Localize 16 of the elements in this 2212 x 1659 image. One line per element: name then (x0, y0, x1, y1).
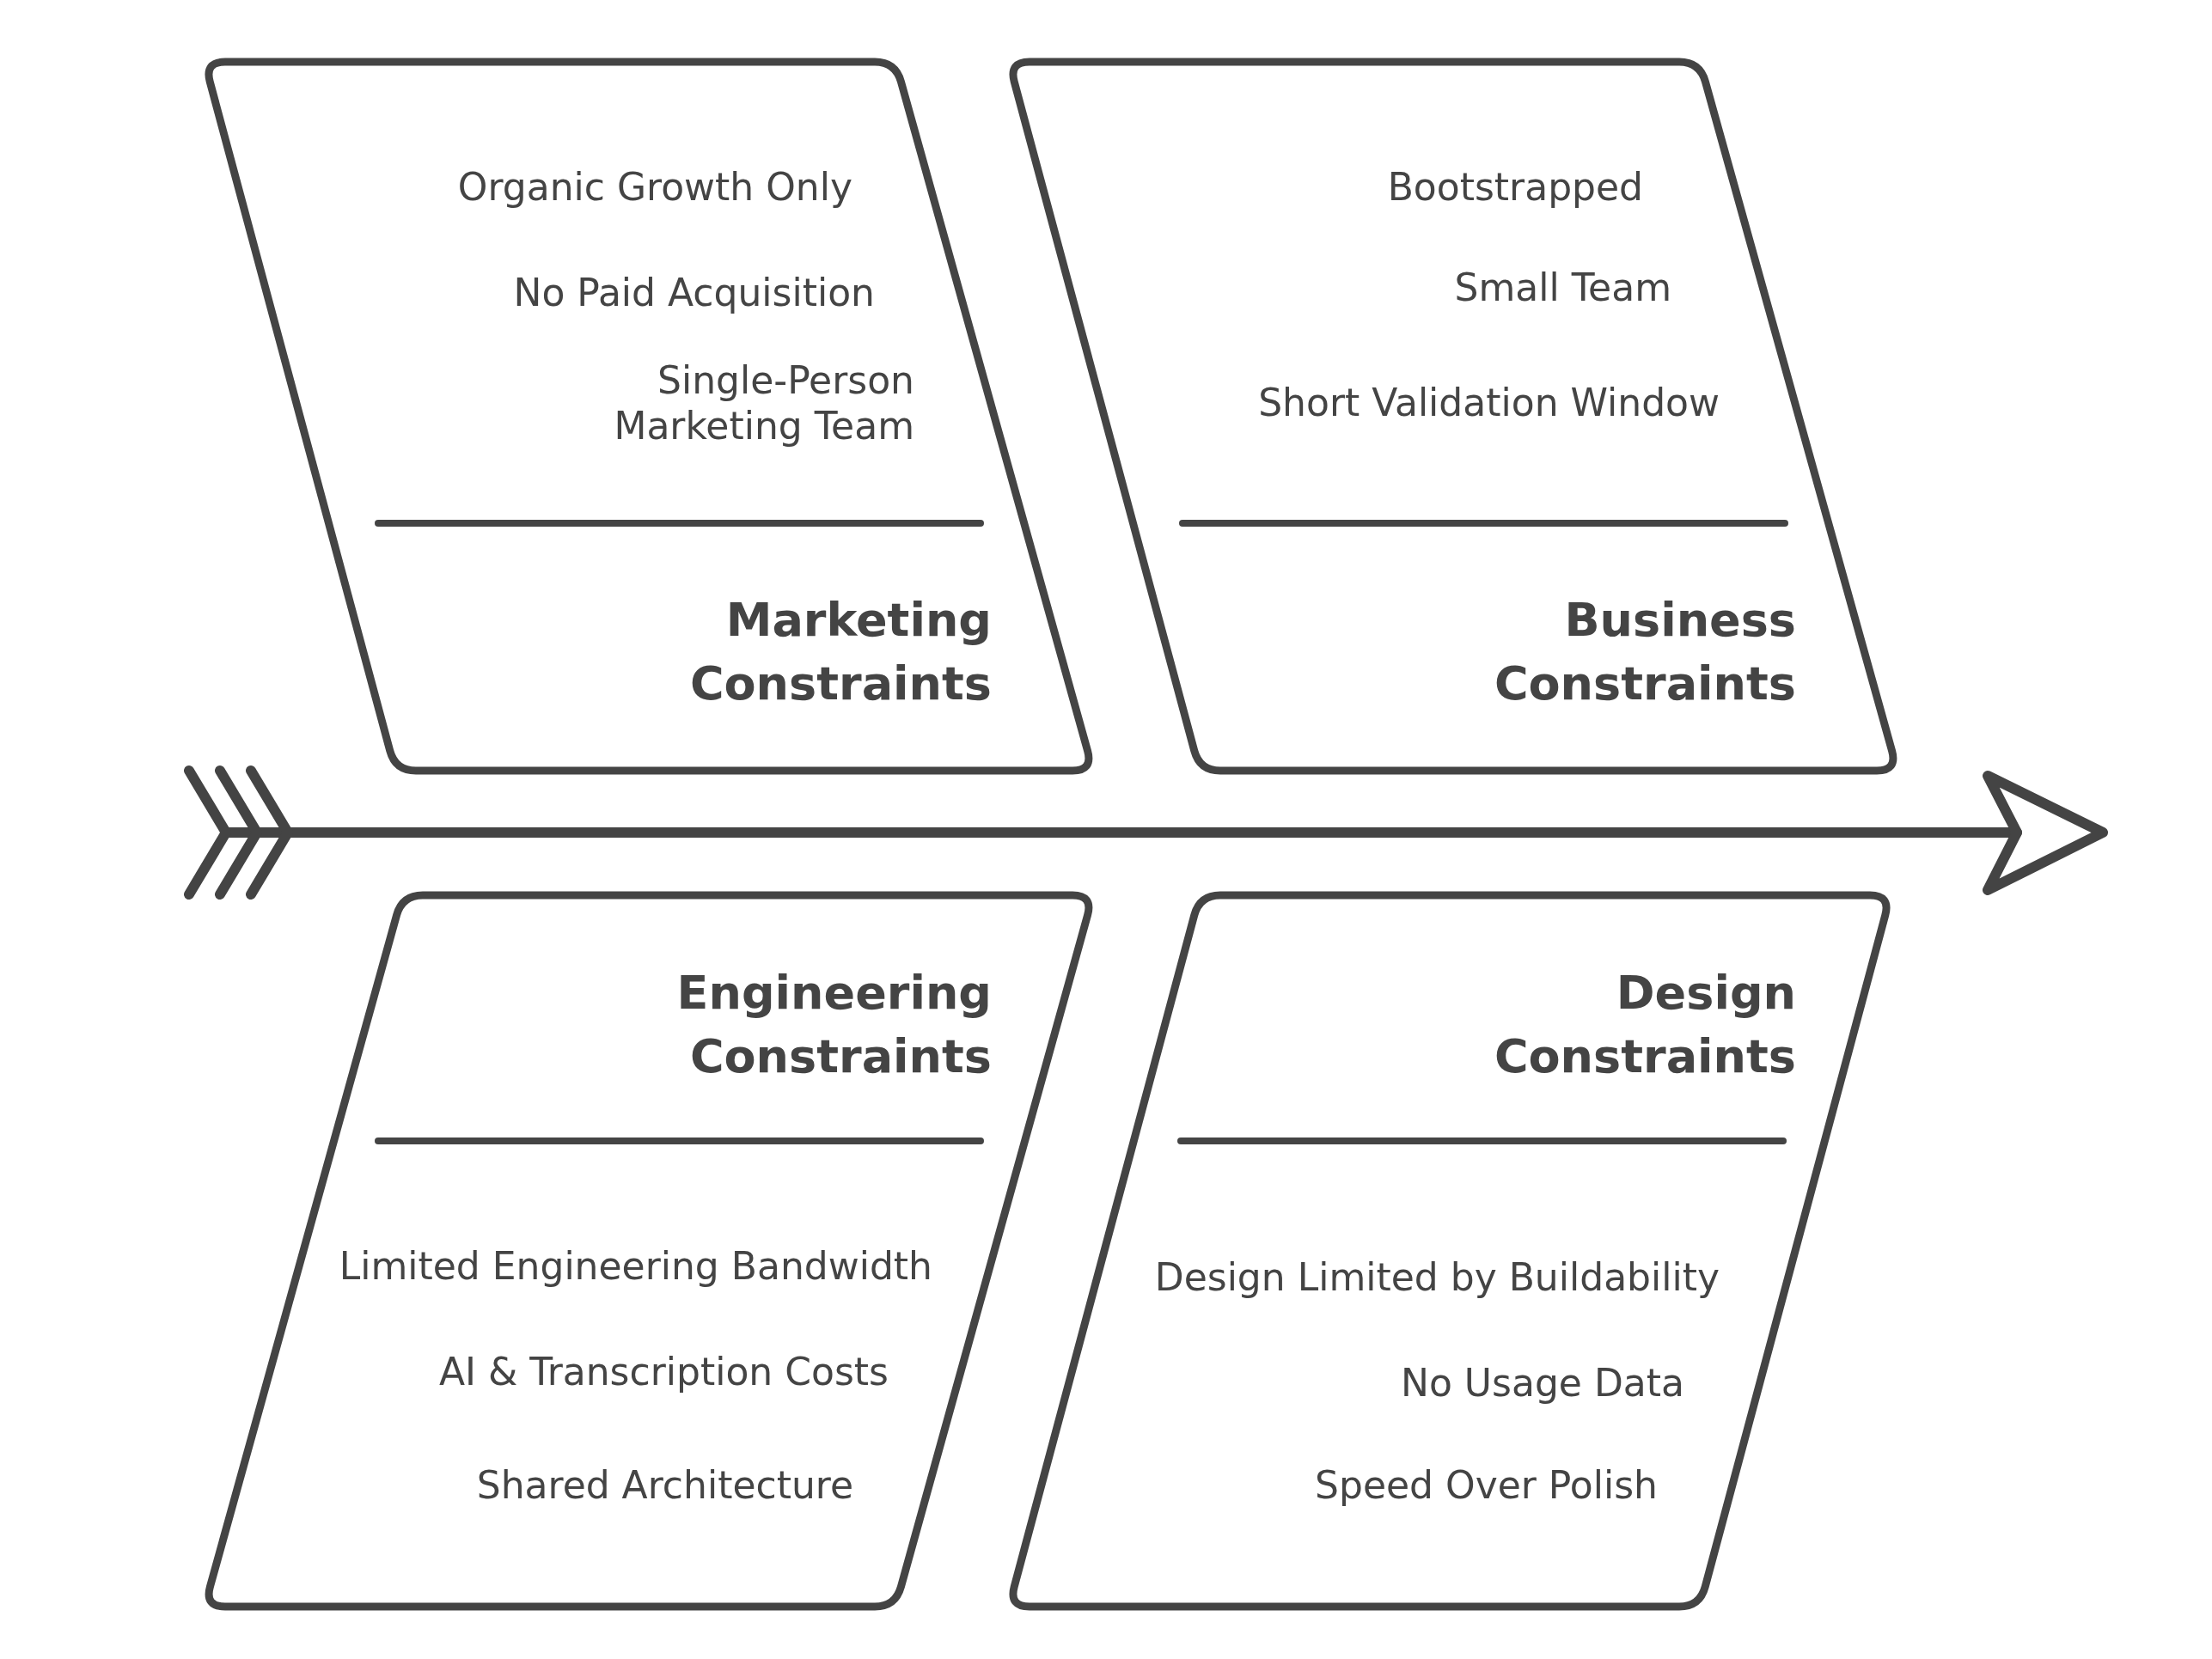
constraint-item: Organic Growth Only (457, 164, 852, 210)
constraint-item: Short Validation Window (1258, 380, 1720, 426)
constraint-item: No Usage Data (1401, 1360, 1684, 1406)
constraint-item: Shared Architecture (476, 1462, 853, 1509)
constraint-item: AI & Transcription Costs (438, 1349, 889, 1395)
category-heading: Marketing Constraints (688, 592, 992, 712)
constraint-item: Bootstrapped (1387, 164, 1643, 210)
constraint-item: No Paid Acquisition (513, 270, 875, 316)
constraint-item: Design Limited by Buildability (1154, 1254, 1720, 1301)
constraint-item: Speed Over Polish (1315, 1462, 1658, 1509)
constraint-item: Limited Engineering Bandwidth (339, 1243, 932, 1290)
category-heading: Engineering Constraints (675, 965, 992, 1085)
constraint-item: Small Team (1454, 265, 1671, 311)
category-heading: Business Constraints (1493, 592, 1796, 712)
category-heading: Design Constraints (1493, 965, 1796, 1085)
constraint-item: Single-Person Marketing Team (613, 358, 914, 449)
